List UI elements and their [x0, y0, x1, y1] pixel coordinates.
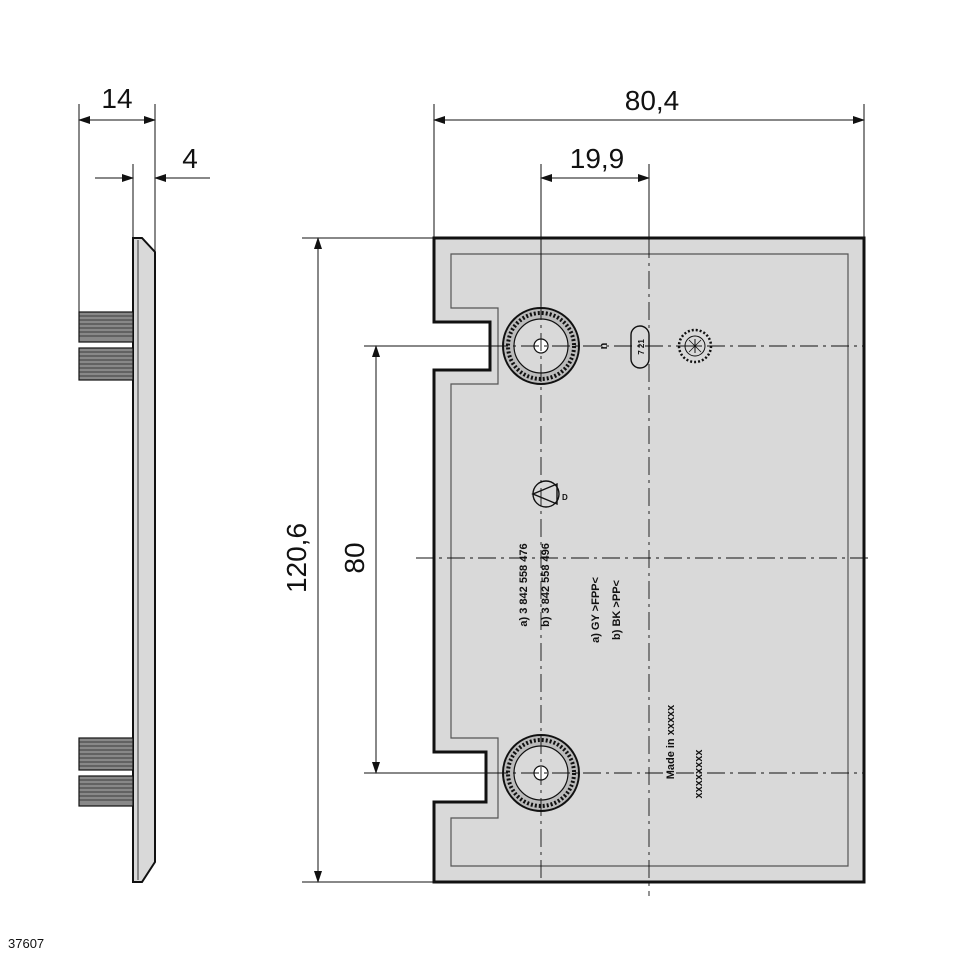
dim-label-4: 4 [182, 143, 198, 174]
side-pin-upper [78, 311, 134, 381]
date-mark-text: 7 21 [637, 339, 646, 355]
dimension-hole-spacing: 80 [339, 345, 490, 774]
front-plate-inner-border [450, 253, 849, 867]
dimension-overall-width: 80,4 [433, 85, 865, 238]
made-in-code: xxxxxxxx [693, 749, 705, 799]
cert-mark-text: D [562, 493, 568, 502]
dimension-side-offset: 4 [95, 143, 210, 238]
front-view: 7 21 n D a) 3 842 558 476 b) 3 842 558 4… [281, 85, 872, 896]
made-in-text: Made in xxxxx [665, 704, 677, 779]
color-code-a: a) GY >FPP< [590, 577, 602, 643]
dim-label-80-4: 80,4 [625, 85, 680, 116]
dimension-hole-offset: 19,9 [540, 143, 650, 306]
dim-label-120-6: 120,6 [281, 523, 312, 593]
dimension-overall-height: 120,6 [281, 237, 434, 883]
color-code-b: b) BK >PP< [611, 580, 623, 640]
dim-label-14: 14 [101, 83, 132, 114]
dimension-side-width: 14 [78, 83, 156, 312]
dim-label-19-9: 19,9 [570, 143, 625, 174]
part-number-a: a) 3 842 558 476 [518, 543, 530, 626]
part-number-b: b) 3 842 558 496 [540, 543, 552, 627]
dim-label-80: 80 [339, 542, 370, 573]
side-view: 14 4 [78, 83, 210, 883]
certification-mark: D [531, 480, 568, 508]
date-wheel-icon [677, 328, 713, 364]
date-mark: 7 21 [630, 325, 650, 369]
side-pin-lower [78, 737, 134, 807]
drawing-number: 37607 [8, 936, 45, 951]
n-mark: n [598, 342, 610, 349]
side-plate-profile [132, 237, 156, 883]
